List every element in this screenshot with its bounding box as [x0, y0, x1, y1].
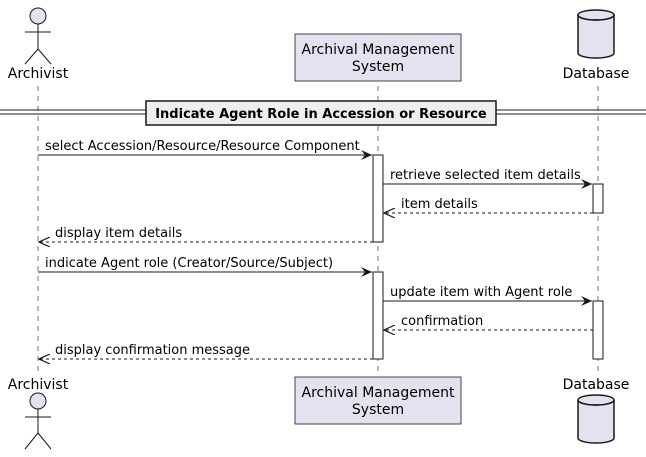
- system-participant-bottom: Archival Management System: [294, 376, 462, 425]
- actor-icon: [24, 7, 52, 65]
- database-label: Database: [563, 66, 630, 82]
- message-label: update item with Agent role: [390, 285, 572, 300]
- database-participant-bottom: Database: [563, 377, 630, 444]
- database-icon: [577, 394, 615, 444]
- message-label: retrieve selected item details: [390, 168, 581, 183]
- group-divider: Indicate Agent Role in Accession or Reso…: [0, 100, 646, 126]
- group-title: Indicate Agent Role in Accession or Reso…: [155, 107, 487, 122]
- message-select-item: select Accession/Resource/Resource Compo…: [38, 139, 372, 160]
- archivist-label: Archivist: [8, 377, 69, 393]
- database-participant-top: Database: [563, 9, 630, 82]
- message-display-details: display item details: [39, 226, 373, 242]
- database-icon: [577, 9, 615, 59]
- message-label: indicate Agent role (Creator/Source/Subj…: [45, 256, 333, 271]
- system-label-line1: Archival Management: [302, 385, 455, 401]
- archivist-label: Archivist: [8, 66, 69, 82]
- message-display-confirmation: display confirmation message: [39, 343, 373, 359]
- message-label: confirmation: [401, 314, 483, 329]
- message-item-details: item details: [384, 197, 593, 213]
- database-activation-2: [592, 300, 604, 360]
- message-label: select Accession/Resource/Resource Compo…: [45, 139, 360, 154]
- message-label: item details: [401, 197, 478, 212]
- message-update-item: update item with Agent role: [383, 285, 592, 306]
- database-activation-1: [592, 183, 604, 214]
- system-activation-2: [372, 271, 384, 360]
- system-participant-top: Archival Management System: [294, 33, 462, 82]
- database-label: Database: [563, 377, 630, 393]
- message-label: display item details: [55, 226, 182, 241]
- system-activation-1: [372, 154, 384, 243]
- message-confirmation: confirmation: [384, 314, 593, 330]
- system-label-line2: System: [352, 59, 404, 75]
- system-label-line2: System: [352, 402, 404, 418]
- system-label-line1: Archival Management: [302, 42, 455, 58]
- actor-icon: [24, 392, 52, 450]
- archivist-actor-bottom: Archivist: [8, 377, 69, 450]
- message-indicate-role: indicate Agent role (Creator/Source/Subj…: [38, 256, 372, 277]
- archivist-actor-top: Archivist: [8, 7, 69, 82]
- message-label: display confirmation message: [55, 343, 250, 358]
- message-retrieve-details: retrieve selected item details: [383, 168, 592, 189]
